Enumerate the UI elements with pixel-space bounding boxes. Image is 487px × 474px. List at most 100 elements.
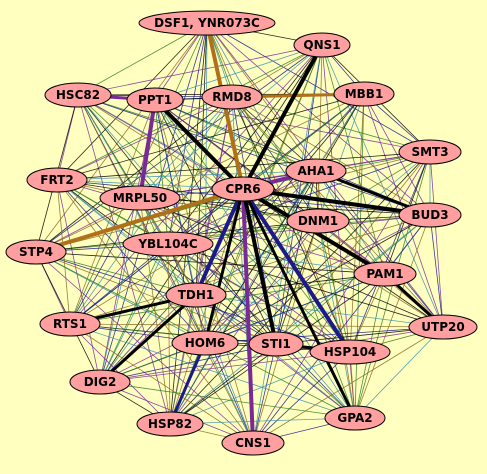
edge-sti1-gpa2	[275, 343, 356, 419]
node-label: RMD8	[212, 90, 252, 104]
node-mbb1[interactable]: MBB1	[333, 81, 395, 107]
node-cns1[interactable]: CNS1	[221, 430, 285, 456]
edge-mbb1-hsp82	[169, 93, 365, 425]
edge-utp20-cns1	[252, 326, 444, 444]
node-hom6[interactable]: HOM6	[171, 330, 239, 356]
node-sti1[interactable]: STI1	[248, 331, 304, 357]
edge-qns1-cns1	[252, 44, 323, 444]
node-bud3[interactable]: BUD3	[398, 202, 462, 228]
edge-dnm1-hsp104	[317, 220, 351, 353]
node-utp20[interactable]: UTP20	[408, 314, 478, 340]
strong-edge-cpr6-hom6	[203, 188, 245, 344]
node-hsp104[interactable]: HSP104	[309, 339, 391, 365]
edge-hsp104-hsp82	[169, 351, 351, 425]
edge-frt2-dig2	[56, 179, 101, 383]
edge-smt3-hsp104	[349, 151, 431, 353]
node-frt2[interactable]: FRT2	[26, 167, 88, 193]
edge-hom6-cns1	[204, 342, 254, 444]
edge-dsf1-ynr073c-bud3	[206, 22, 431, 216]
edge-rmd8-frt2	[56, 96, 233, 181]
node-label: STI1	[261, 337, 291, 351]
edge-stp4-cns1	[35, 251, 254, 444]
edge-qns1-frt2	[56, 44, 323, 181]
node-gpa2[interactable]: GPA2	[324, 405, 386, 431]
node-ellipse	[324, 405, 386, 431]
node-label: SMT3	[411, 145, 448, 159]
strong-edge-cpr6-tdh1	[194, 188, 245, 296]
edge-bud3-gpa2	[354, 214, 431, 419]
edge-aha1-frt2	[56, 170, 317, 181]
node-mrpl50[interactable]: MRPL50	[99, 185, 181, 211]
edge-dig2-gpa2	[99, 381, 356, 419]
edge-mrpl50-dig2	[99, 197, 141, 383]
edge-bud3-hsp82	[169, 214, 431, 425]
edge-qns1-ybl104c	[167, 44, 323, 245]
node-hsc82[interactable]: HSC82	[44, 82, 112, 108]
node-dig2[interactable]: DIG2	[69, 369, 131, 395]
edge-rmd8-dnm1	[231, 96, 319, 222]
node-ellipse	[309, 339, 391, 365]
edge-hsc82-aha1	[77, 94, 317, 172]
node-ellipse	[136, 411, 204, 437]
edge-dnm1-cns1	[252, 220, 319, 444]
edge-ppt1-smt3	[154, 99, 431, 153]
node-label: AHA1	[298, 164, 335, 178]
node-label: DNM1	[298, 214, 338, 228]
node-hsp82[interactable]: HSP82	[136, 411, 204, 437]
node-ellipse	[333, 81, 395, 107]
node-label: TDH1	[178, 288, 215, 302]
edge-qns1-ppt1	[154, 44, 323, 101]
strong-edge-cpr6-hsp104	[241, 187, 352, 354]
node-aha1[interactable]: AHA1	[285, 158, 347, 184]
node-ellipse	[5, 239, 67, 265]
strong-edge-cpr6-sti1	[241, 188, 278, 345]
node-ellipse	[122, 231, 214, 257]
node-tdh1[interactable]: TDH1	[165, 282, 227, 308]
node-ellipse	[171, 330, 239, 356]
node-cpr6[interactable]: CPR6	[211, 176, 275, 202]
edge-rts1-cns1	[69, 323, 254, 444]
node-label: HSP82	[148, 417, 192, 431]
edge-hsc82-cns1	[77, 94, 254, 444]
node-ellipse	[44, 82, 112, 108]
edge-stp4-sti1	[35, 251, 277, 345]
node-pam1[interactable]: PAM1	[353, 261, 417, 287]
edge-dnm1-gpa2	[317, 220, 356, 419]
node-dnm1[interactable]: DNM1	[286, 208, 350, 234]
node-dsf1-ynr073c[interactable]: DSF1, YNR073C	[138, 10, 276, 36]
edge-frt2-tdh1	[56, 179, 197, 296]
edge-tdh1-cns1	[195, 294, 254, 444]
strong-edge-ppt1-cpr6	[153, 98, 245, 191]
node-ellipse	[398, 139, 462, 165]
strong-edge-cpr6-bud3	[242, 187, 431, 217]
node-ellipse	[248, 331, 304, 357]
node-label: STP4	[19, 245, 53, 259]
node-stp4[interactable]: STP4	[5, 239, 67, 265]
strong-edge-cpr6-cns1	[241, 188, 255, 444]
node-ellipse	[293, 32, 351, 58]
node-label: DSF1, YNR073C	[154, 16, 260, 30]
node-ppt1[interactable]: PPT1	[126, 87, 184, 113]
node-ellipse	[398, 202, 462, 228]
edge-dsf1-ynr073c-ppt1	[154, 22, 208, 101]
edge-bud3-utp20	[429, 214, 444, 328]
node-smt3[interactable]: SMT3	[398, 139, 462, 165]
edge-stp4-hom6	[35, 251, 206, 344]
edge-bud3-hom6	[204, 214, 431, 344]
edge-smt3-hom6	[204, 151, 431, 344]
edge-rts1-utp20	[69, 323, 444, 328]
strong-edge-cpr6-stp4	[35, 187, 244, 254]
node-rmd8[interactable]: RMD8	[201, 84, 263, 110]
strong-edge-dig2-tdh1	[98, 293, 198, 384]
node-ybl104c[interactable]: YBL104C	[122, 231, 214, 257]
node-ellipse	[69, 369, 131, 395]
node-label: PAM1	[366, 267, 403, 281]
node-rts1[interactable]: RTS1	[39, 311, 101, 337]
node-label: RTS1	[53, 317, 87, 331]
node-ellipse	[211, 176, 275, 202]
edge-bud3-sti1	[275, 214, 431, 345]
node-qns1[interactable]: QNS1	[293, 32, 351, 58]
edge-utp20-hom6	[204, 326, 444, 344]
